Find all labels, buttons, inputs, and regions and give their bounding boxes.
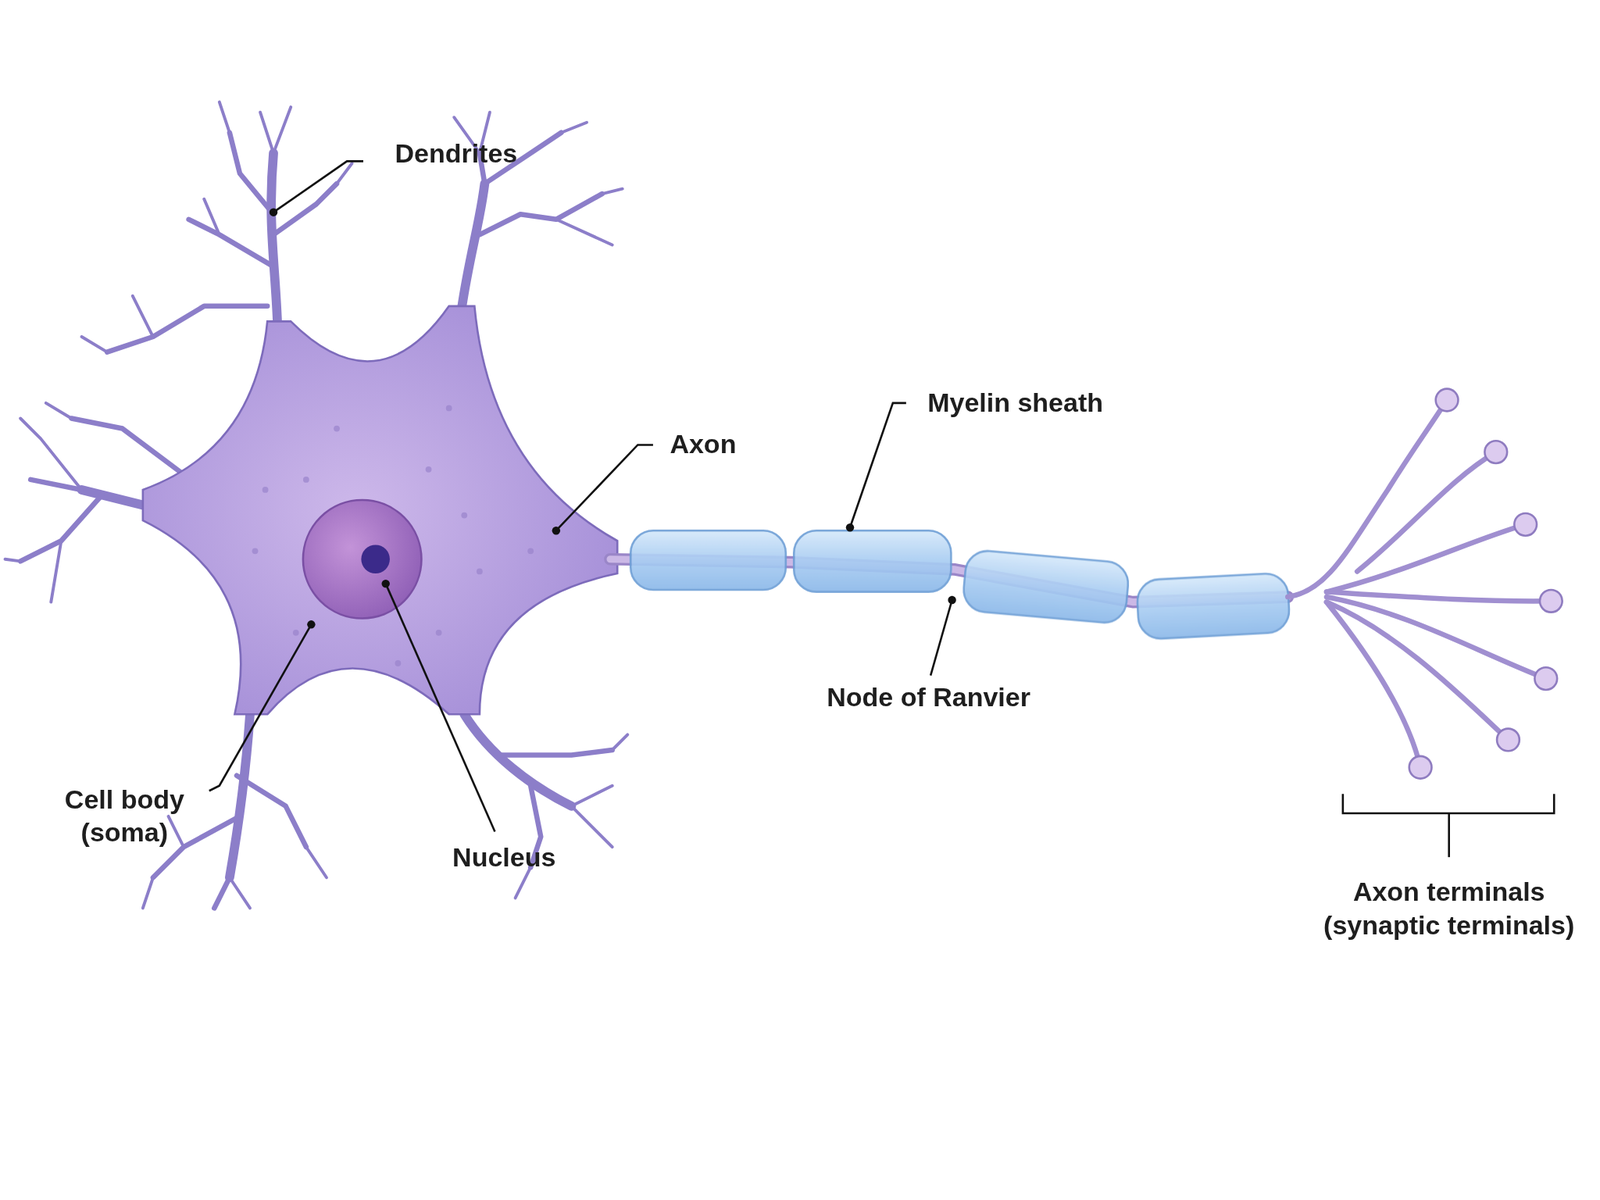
axon-terminal-branches-part	[1326, 602, 1508, 740]
axon-terminal-branches-part	[1357, 452, 1497, 572]
dendrites-part	[203, 199, 220, 236]
dendrites-part	[273, 107, 291, 154]
myelin-segments	[630, 530, 1290, 640]
part-label: Dendrites	[394, 136, 518, 171]
myelin-segments-part	[630, 530, 786, 590]
soma-granules-part	[333, 425, 340, 433]
soma-granules-part	[527, 547, 534, 554]
dendrites-part	[81, 336, 108, 353]
synaptic-bulbs-part	[1514, 513, 1537, 536]
leader-dots-part	[307, 620, 315, 629]
dendrites	[5, 102, 629, 909]
leader-dots-part	[269, 207, 278, 216]
leader-lines-part	[1447, 813, 1450, 858]
part-label: Axon terminals (synaptic terminals)	[1292, 875, 1600, 942]
dendrites-part	[20, 494, 102, 561]
synaptic-bulbs-part	[1435, 389, 1459, 412]
dendrites-part	[460, 183, 485, 311]
dendrites-part	[5, 559, 22, 562]
axon-terminal-branches-part	[1326, 524, 1526, 592]
soma-granules-part	[446, 405, 453, 412]
axon-terminal-branches-part	[1326, 602, 1421, 768]
leader-lines-part	[1342, 793, 1554, 814]
axon-terminal-branches-part	[1326, 596, 1547, 679]
soma-granules-part	[303, 476, 310, 483]
part-label: Axon	[669, 427, 736, 461]
synaptic-bulbs-part	[1409, 756, 1433, 779]
soma-granules-part	[425, 466, 433, 473]
leader-dots	[269, 207, 957, 629]
myelin-segments-part	[961, 549, 1130, 625]
leader-lines-part	[556, 444, 654, 531]
leader-lines-part	[850, 403, 907, 528]
dendrites-part	[132, 296, 154, 337]
soma-granules-part	[460, 512, 468, 519]
dendrites-part	[20, 418, 82, 490]
dendrites-part	[571, 806, 612, 847]
leader-dots-part	[846, 523, 854, 532]
dendrites-part	[46, 403, 72, 419]
dendrites-part	[515, 867, 532, 898]
dendrites-part	[560, 122, 587, 133]
nucleolus	[360, 544, 390, 574]
dendrites-part	[142, 877, 154, 908]
leader-lines	[209, 160, 1554, 858]
soma-granules-part	[435, 629, 443, 636]
dendrites-part	[229, 877, 250, 908]
dendrites-part	[556, 219, 613, 246]
soma-granules-part	[262, 486, 269, 493]
dendrites-part	[107, 306, 268, 353]
part-label: Nucleus	[452, 840, 556, 875]
cell-body-shape	[142, 306, 618, 715]
leader-dots-part	[381, 579, 390, 588]
dendrites-part	[271, 153, 278, 327]
soma-granules-part	[252, 547, 259, 554]
dendrites-part	[219, 102, 230, 133]
dendrites-part	[602, 189, 623, 195]
dendrites-part	[229, 132, 274, 215]
dendrites-part	[168, 816, 185, 847]
dendrites-part	[81, 489, 143, 506]
axon-terminal-branches-part	[1326, 592, 1551, 602]
soma-granules-part	[292, 629, 300, 636]
part-label: Cell body (soma)	[38, 782, 211, 849]
nucleus-shape	[303, 500, 422, 619]
synaptic-bulbs-part	[1484, 440, 1508, 464]
dendrites-part	[5, 102, 629, 909]
leader-lines-part	[273, 160, 364, 212]
myelin-segments-part	[1135, 572, 1290, 640]
soma-granules-part	[476, 568, 483, 575]
axon-terminal-branches-part	[1287, 400, 1447, 597]
leader-lines-part	[209, 624, 312, 791]
myelin-segments-part	[793, 530, 951, 592]
dendrites-part	[306, 846, 327, 878]
dendrites-part	[50, 540, 61, 602]
synaptic-bulbs-part	[1539, 589, 1563, 613]
synaptic-bulbs-part	[1496, 728, 1520, 752]
dendrites-part	[260, 112, 274, 154]
dendrites-part	[571, 785, 612, 807]
leader-dots-part	[947, 596, 956, 604]
synaptic-bulbs-part	[1534, 667, 1558, 690]
leader-dots-part	[552, 526, 561, 535]
dendrites-part	[464, 714, 572, 807]
dendrites-part	[214, 877, 230, 908]
leader-lines-part	[385, 583, 496, 832]
dendrites-part	[612, 734, 629, 750]
axon-terminal-branches	[1287, 400, 1551, 768]
part-label: Myelin sheath	[927, 385, 1104, 419]
dendrites-part	[189, 219, 272, 266]
dendrites-part	[236, 775, 307, 847]
synaptic-bulbs	[1409, 389, 1563, 779]
soma-granules-part	[394, 660, 401, 667]
leader-lines-part	[930, 600, 952, 676]
soma-granules	[252, 405, 534, 667]
part-label: Node of Ranvier	[826, 680, 1031, 715]
dendrites-part	[479, 193, 603, 235]
dendrites-part	[500, 750, 613, 756]
